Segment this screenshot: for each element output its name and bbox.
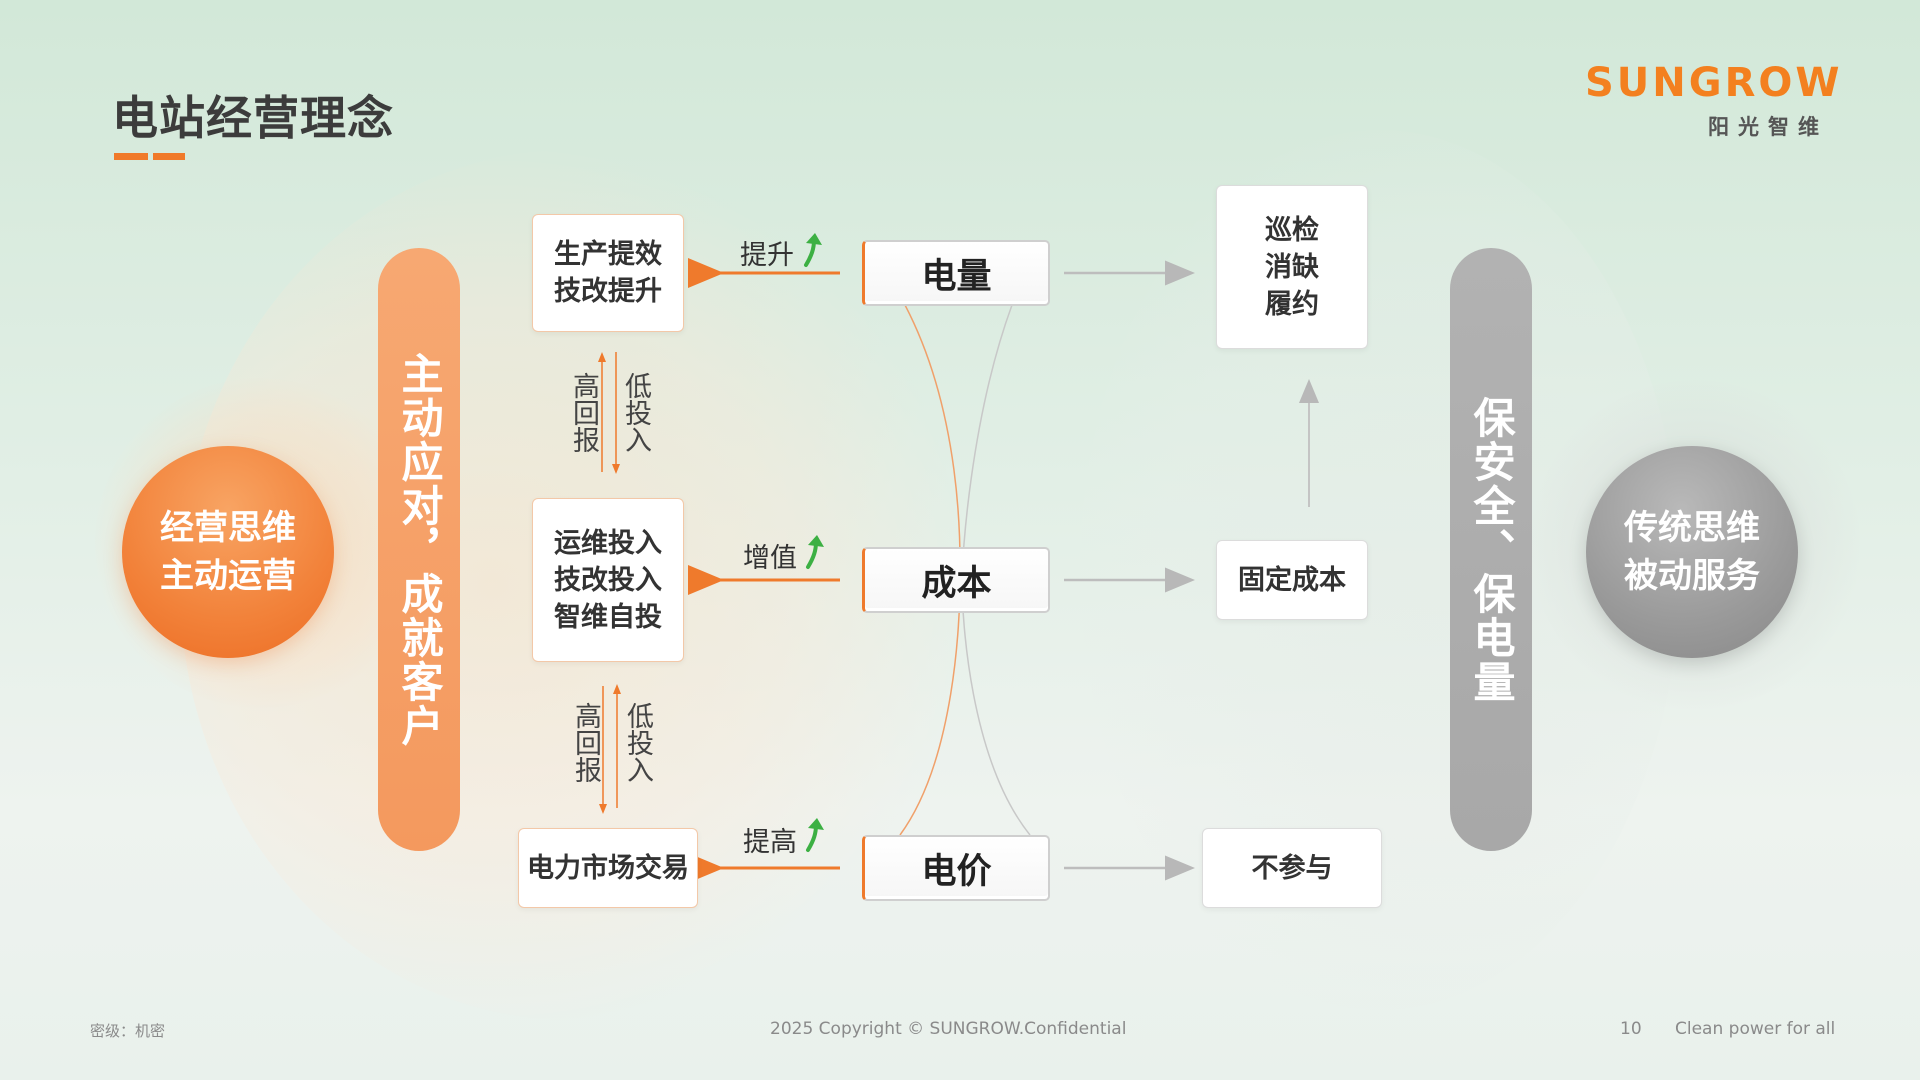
box-inspection: 巡检 消缺 履约: [1216, 185, 1368, 349]
box-line: 履约: [1265, 288, 1319, 320]
page-number: 10: [1620, 1019, 1642, 1039]
box-power-market-trading: 电力市场交易: [518, 828, 698, 908]
slogan: Clean power for all: [1675, 1019, 1836, 1039]
low-input-label-1: 低投入: [620, 372, 651, 453]
circle-right-line-2: 被动服务: [1624, 556, 1760, 596]
box-line: 固定成本: [1238, 564, 1346, 596]
box-fixed-cost: 固定成本: [1216, 540, 1368, 620]
high-return-label-2: 高回报: [570, 702, 601, 783]
key-power-generation: 电量: [862, 240, 1050, 306]
key-cost: 成本: [862, 547, 1050, 613]
circle-right-line-1: 传统思维: [1624, 508, 1760, 548]
traditional-thinking-circle: 传统思维 被动服务: [1586, 446, 1798, 658]
box-line: 消缺: [1265, 251, 1319, 283]
key-electricity-price: 电价: [862, 835, 1050, 901]
box-line: 巡检: [1265, 214, 1319, 246]
arrow-label-boost: 提升: [740, 240, 794, 271]
box-om-investment: 运维投入 技改投入 智维自投: [532, 498, 684, 662]
circle-left-line-2: 主动运营: [160, 556, 296, 596]
box-line: 不参与: [1251, 852, 1333, 884]
box-line: 电力市场交易: [527, 852, 689, 884]
copyright-text: 2025 Copyright © SUNGROW.Confidential: [770, 1019, 1127, 1039]
low-input-label-2: 低投入: [622, 702, 653, 783]
box-production-efficiency: 生产提效 技改提升: [532, 214, 684, 332]
page-title: 电站经营理念: [112, 91, 394, 145]
logo-subtitle: 阳光智维: [1708, 115, 1828, 139]
green-up-arrow-icon-3: [806, 818, 824, 852]
title-accent-bar: [114, 153, 148, 160]
box-line: 智维自投: [554, 601, 662, 633]
proactive-pill: 主动应对，成就客户: [378, 248, 460, 851]
box-line: 生产提效: [554, 239, 662, 270]
green-up-arrow-icon-2: [806, 535, 824, 569]
box-line: 技改提升: [554, 276, 662, 307]
green-up-arrow-icon-1: [804, 233, 822, 267]
circle-left-line-1: 经营思维: [160, 508, 296, 548]
title-accent-bar-2: [153, 153, 185, 160]
arrow-label-add-value: 增值: [743, 543, 797, 574]
business-thinking-circle: 经营思维 主动运营: [122, 446, 334, 658]
arrow-label-increase: 提高: [743, 827, 797, 858]
box-line: 技改投入: [554, 564, 662, 596]
sungrow-logo: SUNGROW: [1585, 60, 1843, 106]
classification-label: 密级：机密: [90, 1022, 166, 1040]
high-return-label-1: 高回报: [568, 372, 599, 453]
box-line: 运维投入: [554, 527, 662, 559]
safety-pill: 保安全、保电量: [1450, 248, 1532, 851]
box-not-participate: 不参与: [1202, 828, 1382, 908]
